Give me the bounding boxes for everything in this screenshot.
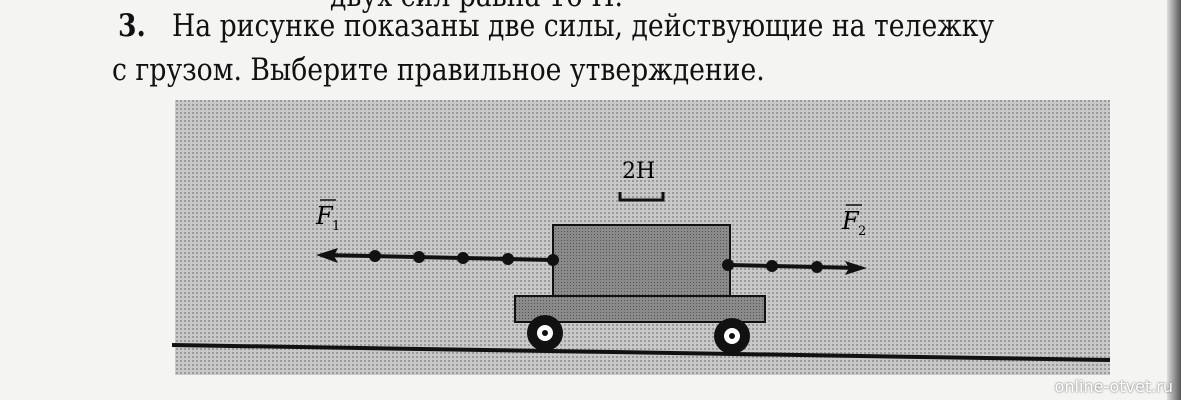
problem-text-line2: с грузом. Выберите правильное утверждени… (112, 52, 765, 88)
scale-label: 2Н (622, 159, 655, 184)
previous-line-fragment: двух сил равна 16 Н. (330, 0, 623, 14)
wheel (527, 315, 563, 351)
problem-number: 3. (118, 8, 146, 44)
svg-text:2: 2 (858, 224, 866, 239)
cart-platform (514, 295, 766, 323)
cargo-box (552, 224, 731, 299)
page-edge (1167, 0, 1181, 400)
force2-arrow (722, 259, 867, 275)
scale-bracket (618, 192, 665, 202)
force1-arrow (316, 248, 559, 266)
svg-text:F: F (315, 202, 334, 230)
problem-text-line1: На рисунке показаны две силы, действующи… (172, 8, 995, 44)
force2-label: F 2 (841, 204, 866, 239)
svg-text:F: F (841, 207, 860, 235)
ground-line (171, 343, 1111, 362)
svg-text:1: 1 (332, 219, 340, 234)
wheel (714, 318, 750, 354)
watermark: online-otvet.ru (1054, 377, 1173, 396)
force1-label: F 1 (315, 199, 340, 234)
